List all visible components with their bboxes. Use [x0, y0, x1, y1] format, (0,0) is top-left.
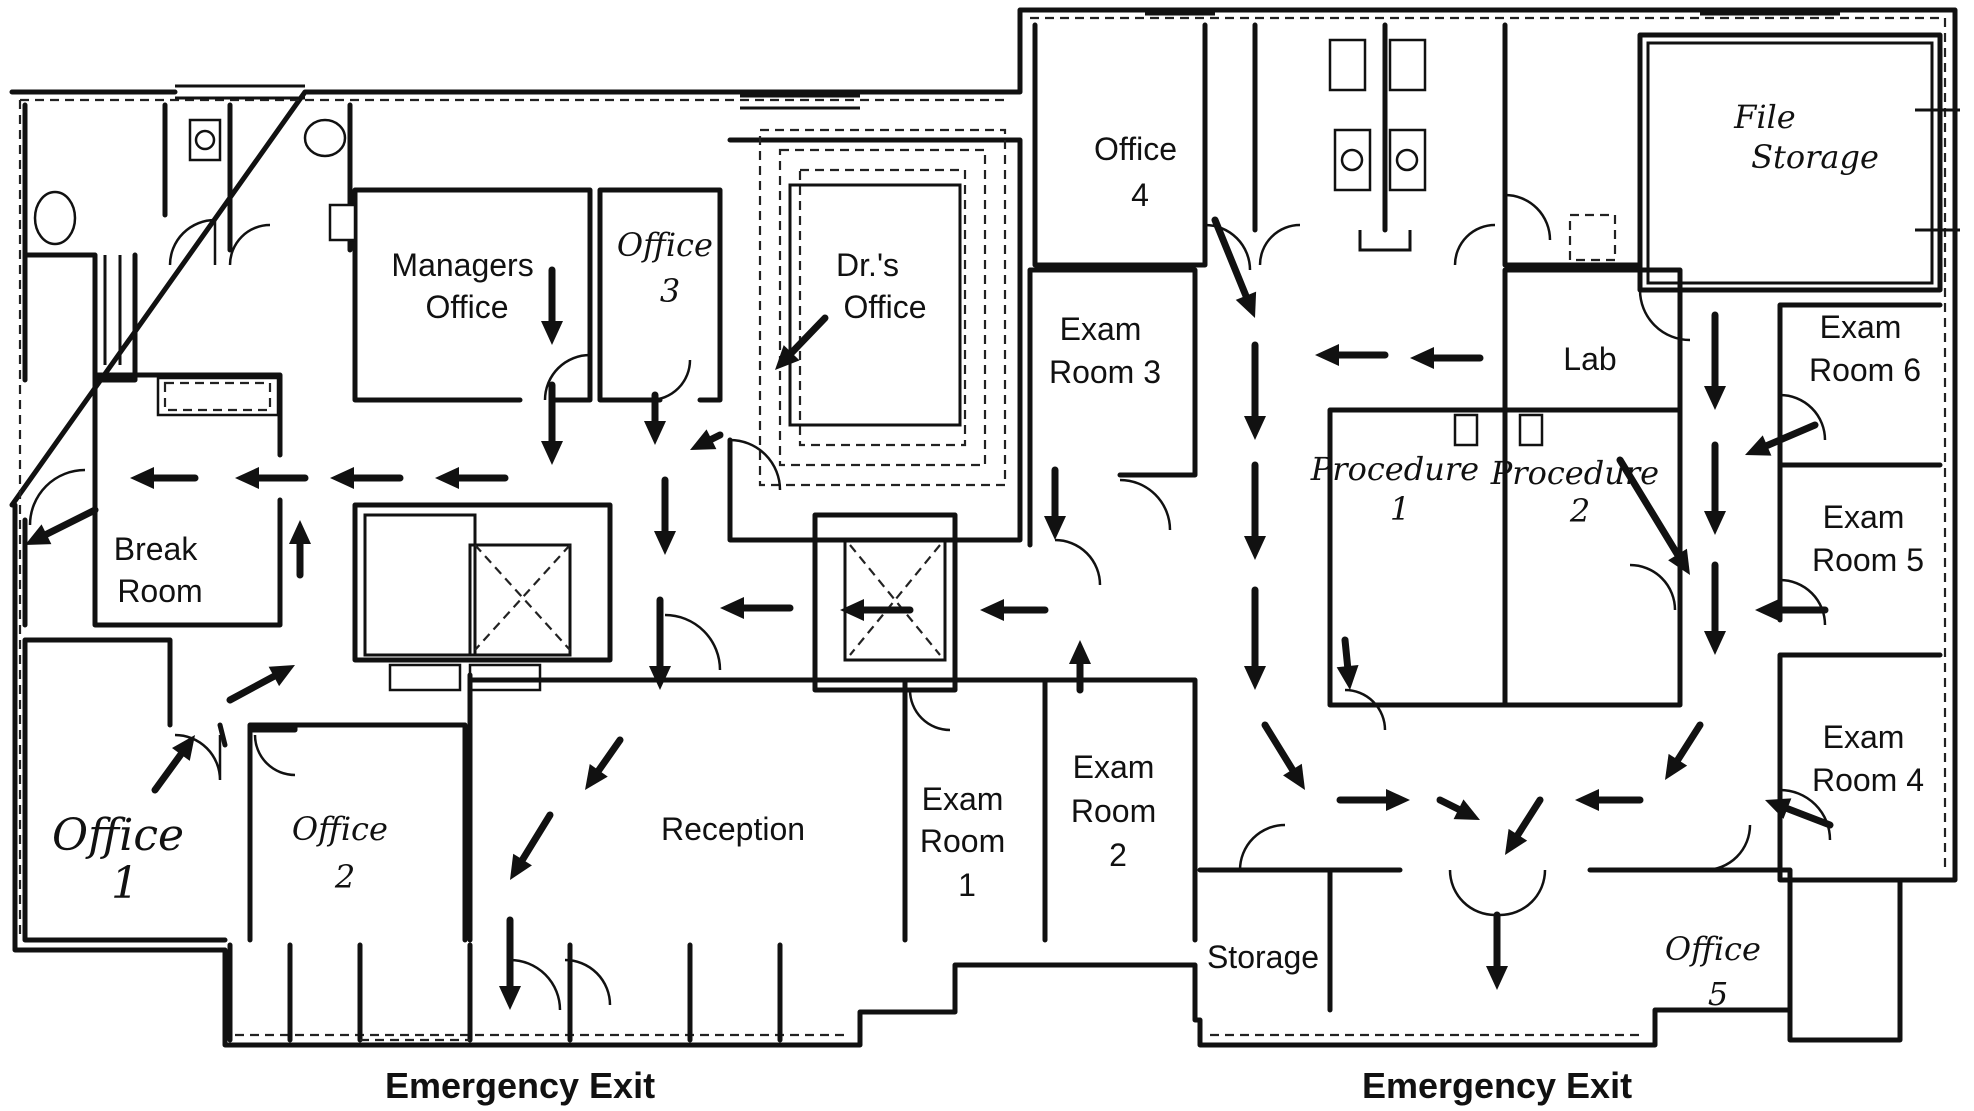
sink-icon — [1388, 128, 1427, 192]
procedure-1-label: Procedure 1 — [1310, 450, 1489, 528]
evacuation-route-arrow-icon — [1616, 456, 1690, 575]
exam-room-5-label: Exam Room 5 — [1812, 499, 1924, 578]
evacuation-route-arrow-icon — [1704, 311, 1726, 410]
office-3-label: Office 3 — [617, 226, 723, 310]
exam-room-6-label: Exam Room 6 — [1809, 309, 1921, 388]
evacuation-route-arrow-icon — [720, 597, 794, 619]
evacuation-route-arrow-icon — [1665, 721, 1704, 780]
evacuation-route-arrow-icon — [541, 266, 563, 345]
evacuation-route-arrow-icon — [1044, 466, 1066, 540]
break-room-label: Break Room — [114, 531, 206, 609]
reception-label: Reception — [661, 811, 805, 847]
evacuation-route-arrow-icon — [585, 736, 624, 790]
evacuation-route-arrow-icon — [1704, 441, 1726, 535]
evacuation-route-arrow-icon — [1704, 561, 1726, 655]
evacuation-route-arrow-icon — [1486, 911, 1508, 990]
evacuation-route-arrow-icon — [649, 596, 671, 690]
procedure-2-label: Procedure 2 — [1490, 454, 1669, 530]
room-labels: Managers Office Office 3 Dr.'s Office Of… — [52, 98, 1924, 1013]
office-4-label: Office 4 — [1094, 131, 1186, 213]
sink-icon — [328, 203, 357, 242]
evacuation-route-arrow-icon — [1410, 347, 1484, 369]
exterior-walls — [9, 7, 1960, 1048]
evacuation-route-arrow-icon — [289, 520, 311, 579]
office-5-label: Office 5 — [1665, 930, 1771, 1013]
evacuation-route-arrow-icon — [1211, 216, 1257, 318]
evacuation-route-arrow-icon — [644, 391, 666, 445]
evacuation-route-arrow-icon — [25, 506, 99, 545]
evacuation-route-arrow-icon — [840, 599, 914, 621]
door-swings — [28, 193, 1832, 1011]
sink-icon — [188, 118, 222, 162]
evacuation-route-arrow-icon — [1315, 344, 1389, 366]
office-1-label: Office 1 — [52, 810, 198, 909]
evacuation-route-arrow-icon — [1755, 599, 1829, 621]
evacuation-arrows — [25, 216, 1834, 1010]
exit-labels: Emergency Exit Emergency Exit — [385, 1065, 1632, 1106]
toilet-icon — [303, 118, 347, 158]
exam-room-4-label: Exam Room 4 — [1812, 719, 1924, 798]
office-2-label: Office 2 — [292, 810, 398, 896]
managers-office-label: Managers Office — [391, 247, 542, 325]
emergency-exit-right-label: Emergency Exit — [1362, 1065, 1632, 1106]
left-wing-walls — [22, 102, 1198, 1043]
evacuation-route-arrow-icon — [1244, 461, 1266, 560]
dr-office-label: Dr.'s Office — [836, 247, 926, 325]
exam-room-3-label: Exam Room 3 — [1049, 311, 1161, 390]
emergency-exit-left-label: Emergency Exit — [385, 1065, 655, 1106]
evacuation-route-arrow-icon — [654, 476, 676, 555]
evacuation-route-arrow-icon — [330, 467, 404, 489]
evacuation-route-arrow-icon — [1244, 341, 1266, 440]
evacuation-route-arrow-icon — [1575, 789, 1644, 811]
exam-room-2-label: Exam Room 2 — [1071, 749, 1165, 873]
evacuation-route-arrow-icon — [1336, 636, 1359, 690]
file-storage-label: File Storage — [1733, 98, 1879, 176]
toilet-icon — [1388, 38, 1427, 92]
evacuation-route-arrow-icon — [499, 916, 521, 1010]
evacuation-route-arrow-icon — [1745, 421, 1819, 456]
fixtures — [33, 38, 1427, 246]
evacuation-route-arrow-icon — [1261, 721, 1305, 790]
toilet-icon — [33, 190, 77, 246]
evacuation-route-arrow-icon — [435, 467, 509, 489]
right-wing-walls — [1032, 22, 1943, 1013]
evacuation-route-arrow-icon — [510, 811, 554, 880]
lab-label: Lab — [1563, 341, 1616, 377]
evacuation-route-arrow-icon — [1505, 796, 1544, 855]
evacuation-route-arrow-icon — [541, 381, 563, 465]
evacuation-route-arrow-icon — [235, 467, 309, 489]
evacuation-route-arrow-icon — [1436, 796, 1480, 820]
evacuation-route-arrow-icon — [1244, 586, 1266, 690]
evacuation-route-arrow-icon — [1336, 789, 1410, 811]
evacuation-route-arrow-icon — [151, 735, 195, 794]
evacuation-route-arrow-icon — [1069, 640, 1091, 694]
sink-icon — [1333, 128, 1372, 192]
evacuation-route-arrow-icon — [980, 599, 1049, 621]
evacuation-route-arrow-icon — [690, 429, 724, 450]
evacuation-route-arrow-icon — [775, 314, 829, 370]
storage-label: Storage — [1207, 939, 1319, 975]
evacuation-route-arrow-icon — [226, 665, 295, 704]
evacuation-route-arrow-icon — [1765, 798, 1834, 829]
evacuation-route-arrow-icon — [130, 467, 199, 489]
door-swing-icon — [168, 218, 217, 266]
toilet-icon — [1328, 38, 1367, 92]
exam-room-1-label: Exam Room 1 — [920, 781, 1014, 903]
